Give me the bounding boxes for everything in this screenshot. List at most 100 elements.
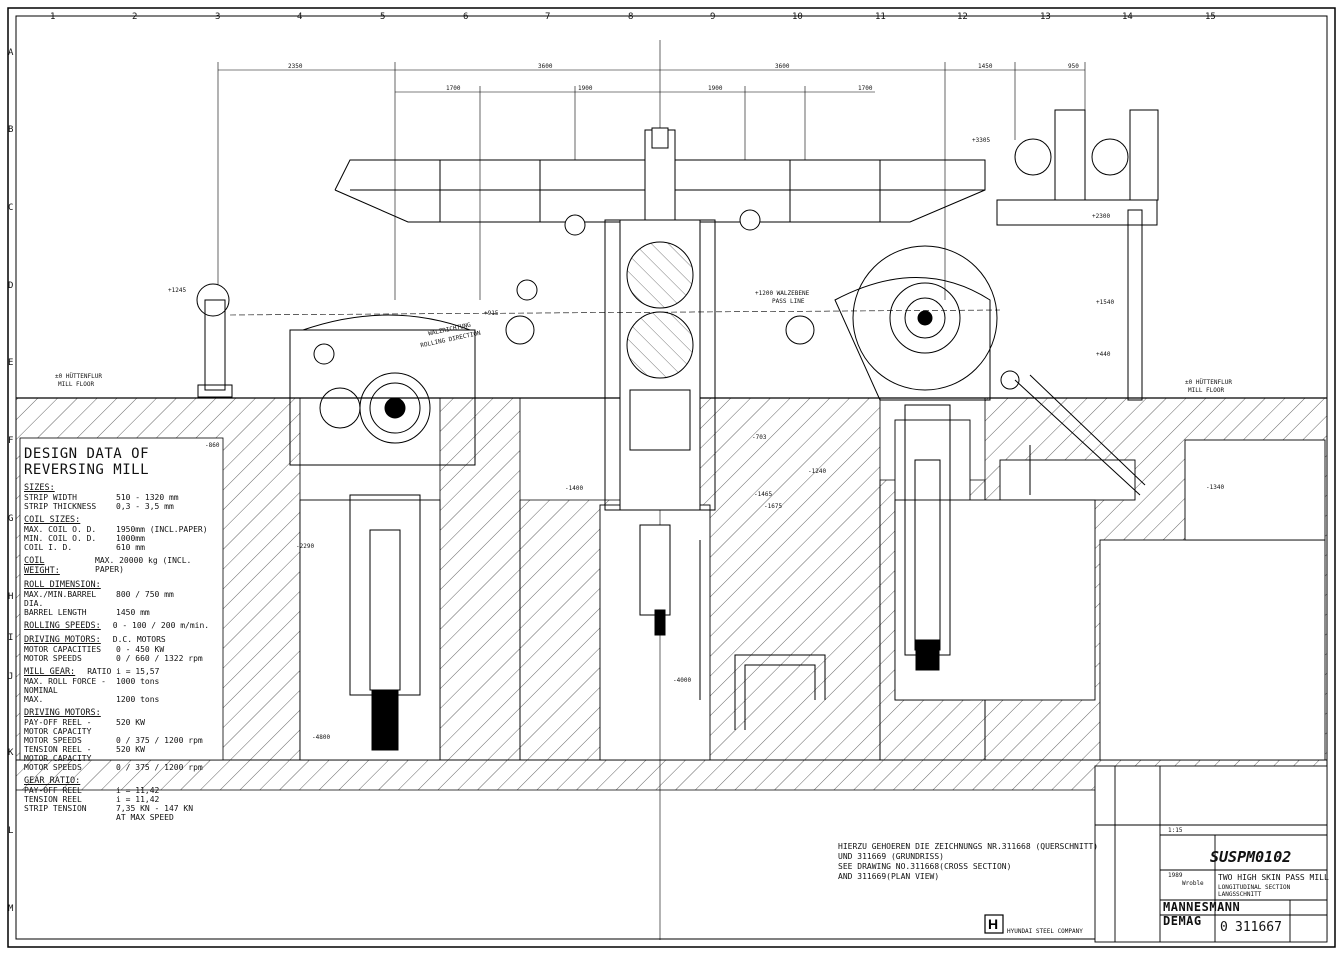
design-data-row: STRIP WIDTH 510 - 1320 mm — [24, 493, 220, 502]
design-data-heading: ROLL DIMENSION: — [24, 580, 101, 590]
design-data-row-label: PAY-OFF REEL - MOTOR CAPACITY — [24, 718, 92, 736]
note-line-2: UND 311669 (GRUNDRISS) — [838, 852, 944, 861]
design-data-row-label: MAX./MIN.BARREL DIA. — [24, 590, 97, 608]
design-data-section: DRIVING MOTORS: — [24, 708, 220, 718]
col-1: 1 — [50, 12, 56, 22]
design-data-row-label — [24, 813, 116, 822]
design-data-row-value: 1450 mm — [116, 608, 150, 617]
design-data-row-label: PAY-OFF REEL — [24, 786, 82, 795]
col-6: 6 — [463, 12, 469, 22]
design-data-row-label: STRIP WIDTH — [24, 493, 77, 502]
design-data-section: GEAR RATIO: — [24, 776, 220, 786]
mill-stand — [604, 127, 716, 636]
design-data-row-label: MAX. — [24, 695, 44, 704]
tb-company-2: DEMAG — [1163, 914, 1202, 928]
design-data-heading: DRIVING MOTORS: — [24, 635, 101, 645]
elev-minus-4000: -4000 — [673, 677, 692, 684]
note-line-4: AND 311669(PLAN VIEW) — [838, 872, 940, 881]
col-14: 14 — [1122, 12, 1133, 22]
row-I: I — [8, 633, 14, 643]
col-3: 3 — [215, 12, 221, 22]
elev-minus-2290: -2290 — [296, 543, 315, 550]
tb-sheet: 0 — [1220, 920, 1228, 935]
pass-line-en: PASS LINE — [772, 298, 805, 305]
design-data-row: PAY-OFF REEL - MOTOR CAPACITY 520 KW — [24, 718, 220, 736]
pits — [299, 419, 1326, 761]
dim-950: 950 — [1068, 63, 1079, 70]
note-line-3: SEE DRAWING NO.311668(CROSS SECTION) — [838, 862, 1012, 871]
elev-1540: +1540 — [1096, 299, 1115, 306]
company-stamp: H — [984, 914, 1004, 934]
elev-minus-860: -860 — [205, 442, 220, 449]
tb-title: TWO HIGH SKIN PASS MILL — [1218, 873, 1329, 882]
col-13: 13 — [1040, 12, 1051, 22]
design-data-row-value: i = 11,42 — [116, 795, 160, 804]
col-12: 12 — [957, 12, 968, 22]
exit-tower — [996, 109, 1159, 496]
design-data-row-value: AT MAX SPEED — [116, 813, 174, 822]
design-data-heading: MILL GEAR: — [24, 667, 76, 677]
design-data-heading: COIL SIZES: — [24, 515, 81, 525]
tb-drawing-number: 311667 — [1235, 920, 1282, 935]
design-data-row-value: 800 / 750 mm — [116, 590, 174, 599]
design-data-inline-value: RATIO i = 15,57 — [87, 667, 160, 676]
design-data-row-value: 7,35 KN - 147 KN — [116, 804, 194, 813]
pay-off-reel — [289, 314, 476, 751]
elev-2300: +2300 — [1092, 213, 1111, 220]
design-data-row-value: 610 mm — [116, 543, 145, 552]
tb-handwritten-code: SUSPM0102 — [1210, 848, 1292, 866]
col-2: 2 — [132, 12, 138, 22]
design-data-section: COIL SIZES: — [24, 515, 220, 525]
drawing-note: HIERZU GEHOEREN DIE ZEICHNUNGS NR.311668… — [838, 842, 1098, 882]
col-4: 4 — [297, 12, 303, 22]
design-data-row-value: 0 / 375 / 1200 rpm — [116, 736, 203, 745]
floor-label-de-left: ±0 HÜTTENFLUR — [55, 373, 102, 380]
col-8: 8 — [628, 12, 634, 22]
design-data-row: MIN. COIL O. D.1000mm — [24, 534, 220, 543]
stamp-company: HYUNDAI STEEL COMPANY — [1007, 928, 1083, 935]
pipework — [699, 540, 826, 730]
tb-scale: 1:15 — [1168, 827, 1183, 834]
design-data-row-value: 1200 tons — [116, 695, 160, 704]
floor-label-en-right: MILL FLOOR — [1188, 387, 1225, 394]
elev-minus-1400: -1400 — [565, 485, 584, 492]
design-data-row: MAX./MIN.BARREL DIA. 800 / 750 mm — [24, 590, 220, 608]
elev-440: +440 — [1096, 351, 1111, 358]
design-data-row-value: 510 - 1320 mm — [116, 493, 179, 502]
design-data-row-value: 0,3 - 3,5 mm — [116, 502, 174, 511]
dim-2350: 2350 — [288, 63, 303, 70]
floor-label-de-right: ±0 HÜTTENFLUR — [1185, 379, 1232, 386]
design-data-heading: SIZES: — [24, 483, 55, 493]
design-data-section: MILL GEAR: RATIO i = 15,57 — [24, 667, 220, 677]
pass-line — [229, 309, 1001, 316]
tb-drawn: Wroble — [1182, 880, 1204, 887]
row-B: B — [8, 125, 14, 135]
design-data-row: COIL I. D.610 mm — [24, 543, 220, 552]
design-data-section: ROLLING SPEEDS:0 - 100 / 200 m/min. — [24, 621, 220, 631]
design-data-row-value: 520 KW — [116, 718, 145, 727]
design-data-heading: ROLLING SPEEDS: — [24, 621, 101, 631]
note-line-1: HIERZU GEHOEREN DIE ZEICHNUNGS NR.311668… — [838, 842, 1099, 851]
design-data-row-value: 0 / 375 / 1200 rpm — [116, 763, 203, 772]
design-data-section: DRIVING MOTORS: D.C. MOTORS — [24, 635, 220, 645]
floor-label-en-left: MILL FLOOR — [58, 381, 95, 388]
design-data-inline-value: D.C. MOTORS — [112, 635, 166, 644]
dim-1900-b: 1900 — [708, 85, 723, 92]
col-7: 7 — [545, 12, 551, 22]
row-K: K — [8, 748, 14, 758]
design-data-row-value: 1950mm (INCL.PAPER) — [116, 525, 208, 534]
design-data-row-label: TENSION REEL - MOTOR CAPACITY — [24, 745, 92, 763]
elev-1245: +1245 — [168, 287, 187, 294]
elev-minus-4800: -4800 — [312, 734, 331, 741]
design-data-heading: GEAR RATIO: — [24, 776, 81, 786]
pass-line-de: +1200 WALZEBENE — [755, 290, 810, 297]
col-5: 5 — [380, 12, 386, 22]
dim-1900-a: 1900 — [578, 85, 593, 92]
